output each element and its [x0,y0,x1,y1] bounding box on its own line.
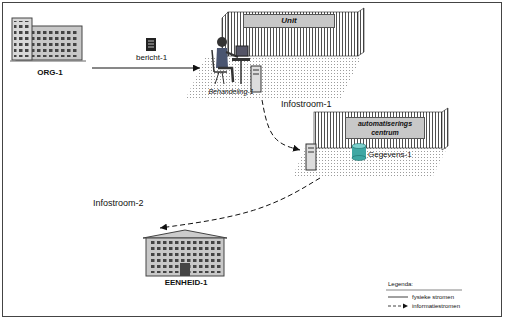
unit-region: UnitBehandeling-1 [198,8,360,100]
node-label: automatiserings centrum [345,117,425,139]
legend-text: fysieke stromen [412,293,454,301]
chair-seat [214,71,227,73]
flow-label: Infostroom-1 [280,99,333,109]
chair-back [212,50,214,72]
legend-line [388,306,403,307]
legend-rule [386,290,462,291]
unit-area [185,8,364,100]
eenheid-building [143,230,227,276]
fence-side [442,108,448,150]
torso [216,48,228,68]
building-node: ORG-1 [10,14,92,80]
chair-leg [215,72,219,84]
building-body [146,238,224,276]
database-node: Gegevens-1 [350,142,420,166]
node-label: EENHEID-1 [140,278,232,287]
legend-text: informatiestromen [412,302,460,310]
door [180,263,190,276]
centre-region: automatiserings centrumGegevens-1 [300,112,450,178]
computer-slot [308,152,314,153]
legs [218,68,233,82]
centre-area [292,108,448,178]
document-icon [146,38,156,51]
worker-node: Behandeling-1 [200,32,264,99]
document-line [148,44,154,45]
document-line [148,47,154,48]
document [146,38,156,51]
chair-leg [222,72,224,84]
computer-slot [253,74,259,75]
node-label: Gegevens-1 [368,150,412,159]
fence-side [358,8,364,56]
computer-tower [306,144,316,170]
floor [185,56,362,100]
building-windows [14,21,30,57]
legend-sample [388,294,408,300]
flow-label: bericht-1 [135,53,168,62]
pediment [143,230,227,238]
flow-label: Infostroom-2 [92,198,145,208]
legend-arrow-head [403,304,408,309]
node-label: Behandeling-1 [200,88,262,96]
desk [232,58,250,61]
cylinder-base [352,156,366,161]
person-at-desk [212,37,250,84]
physical-flow [92,68,200,69]
document-line [148,41,154,42]
database-cylinder [352,144,366,161]
head [217,37,227,47]
cylinder-top [352,144,366,149]
legend-title: Legenda: [388,281,413,287]
legend-sample [388,303,408,309]
information-flow [160,178,320,228]
ground-line [10,61,86,62]
desk-leg [240,61,242,84]
legend-line [388,297,408,298]
frame [3,3,502,317]
org-building [10,18,86,61]
computer-slot [308,148,314,149]
node-label: ORG-1 [10,68,90,77]
fence-wall [314,112,442,148]
building-tower [12,18,32,60]
monitor [236,46,248,56]
building-node: EENHEID-1 [140,228,234,292]
computer-slot [253,70,259,71]
node-label: Unit [243,14,335,28]
fence-wall [228,12,358,56]
